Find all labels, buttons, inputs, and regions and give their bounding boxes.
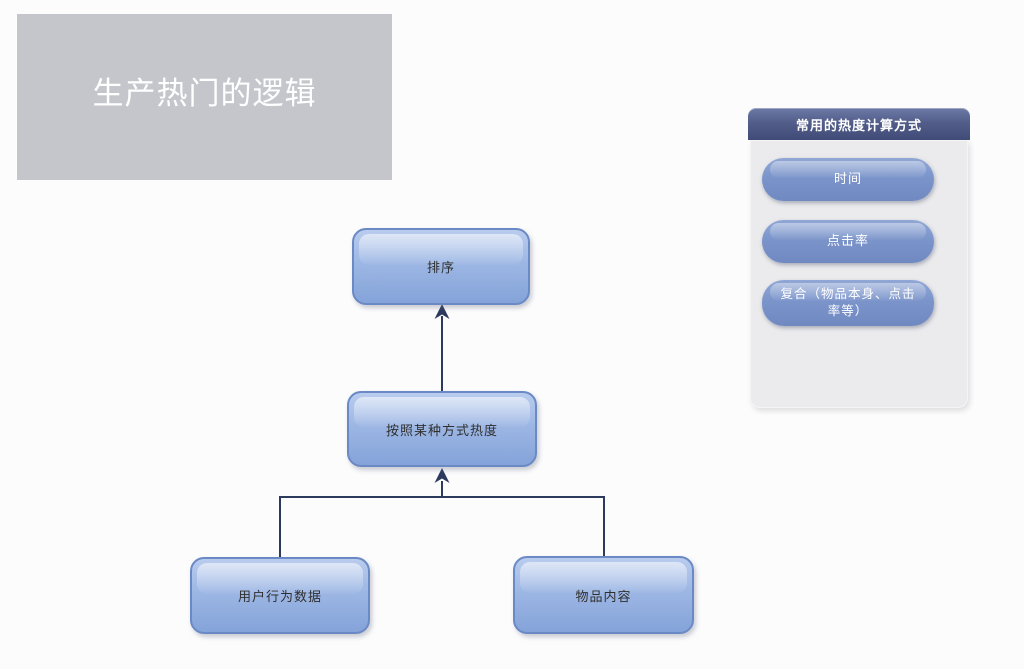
panel-item-time[interactable]: 时间: [762, 158, 934, 201]
panel-item-click-rate-label: 点击率: [826, 233, 869, 249]
panel-item-composite-label: 复合（物品本身、点击率等）: [780, 286, 916, 319]
flow-node-heat-method-label: 按照某种方式热度: [385, 422, 498, 438]
flow-node-heat-method[interactable]: 按照某种方式热度: [347, 391, 537, 467]
title-card-text: 生产热门的逻辑: [92, 75, 317, 111]
flow-node-sort[interactable]: 排序: [352, 228, 530, 305]
connector-bottom-tree: [279, 496, 605, 558]
flow-node-user-behavior-data-label: 用户行为数据: [237, 589, 322, 604]
panel-item-composite[interactable]: 复合（物品本身、点击率等）: [762, 280, 934, 326]
panel-header[interactable]: 常用的热度计算方式: [748, 108, 970, 140]
flow-node-sort-label: 排序: [426, 260, 455, 275]
arrowhead-method-to-sort: [434, 304, 450, 319]
arrowhead-tree-to-method: [434, 468, 450, 483]
panel-title: 常用的热度计算方式: [795, 117, 922, 133]
flow-node-item-content[interactable]: 物品内容: [513, 556, 694, 634]
heat-calculation-panel: 常用的热度计算方式 时间 点击率 复合（物品本身、点击率等）: [748, 108, 970, 408]
panel-item-click-rate[interactable]: 点击率: [762, 220, 934, 263]
flow-node-item-content-label: 物品内容: [575, 588, 632, 604]
title-card[interactable]: 生产热门的逻辑: [17, 14, 392, 180]
flow-node-user-behavior-data[interactable]: 用户行为数据: [190, 557, 370, 634]
panel-item-time-label: 时间: [833, 171, 862, 187]
